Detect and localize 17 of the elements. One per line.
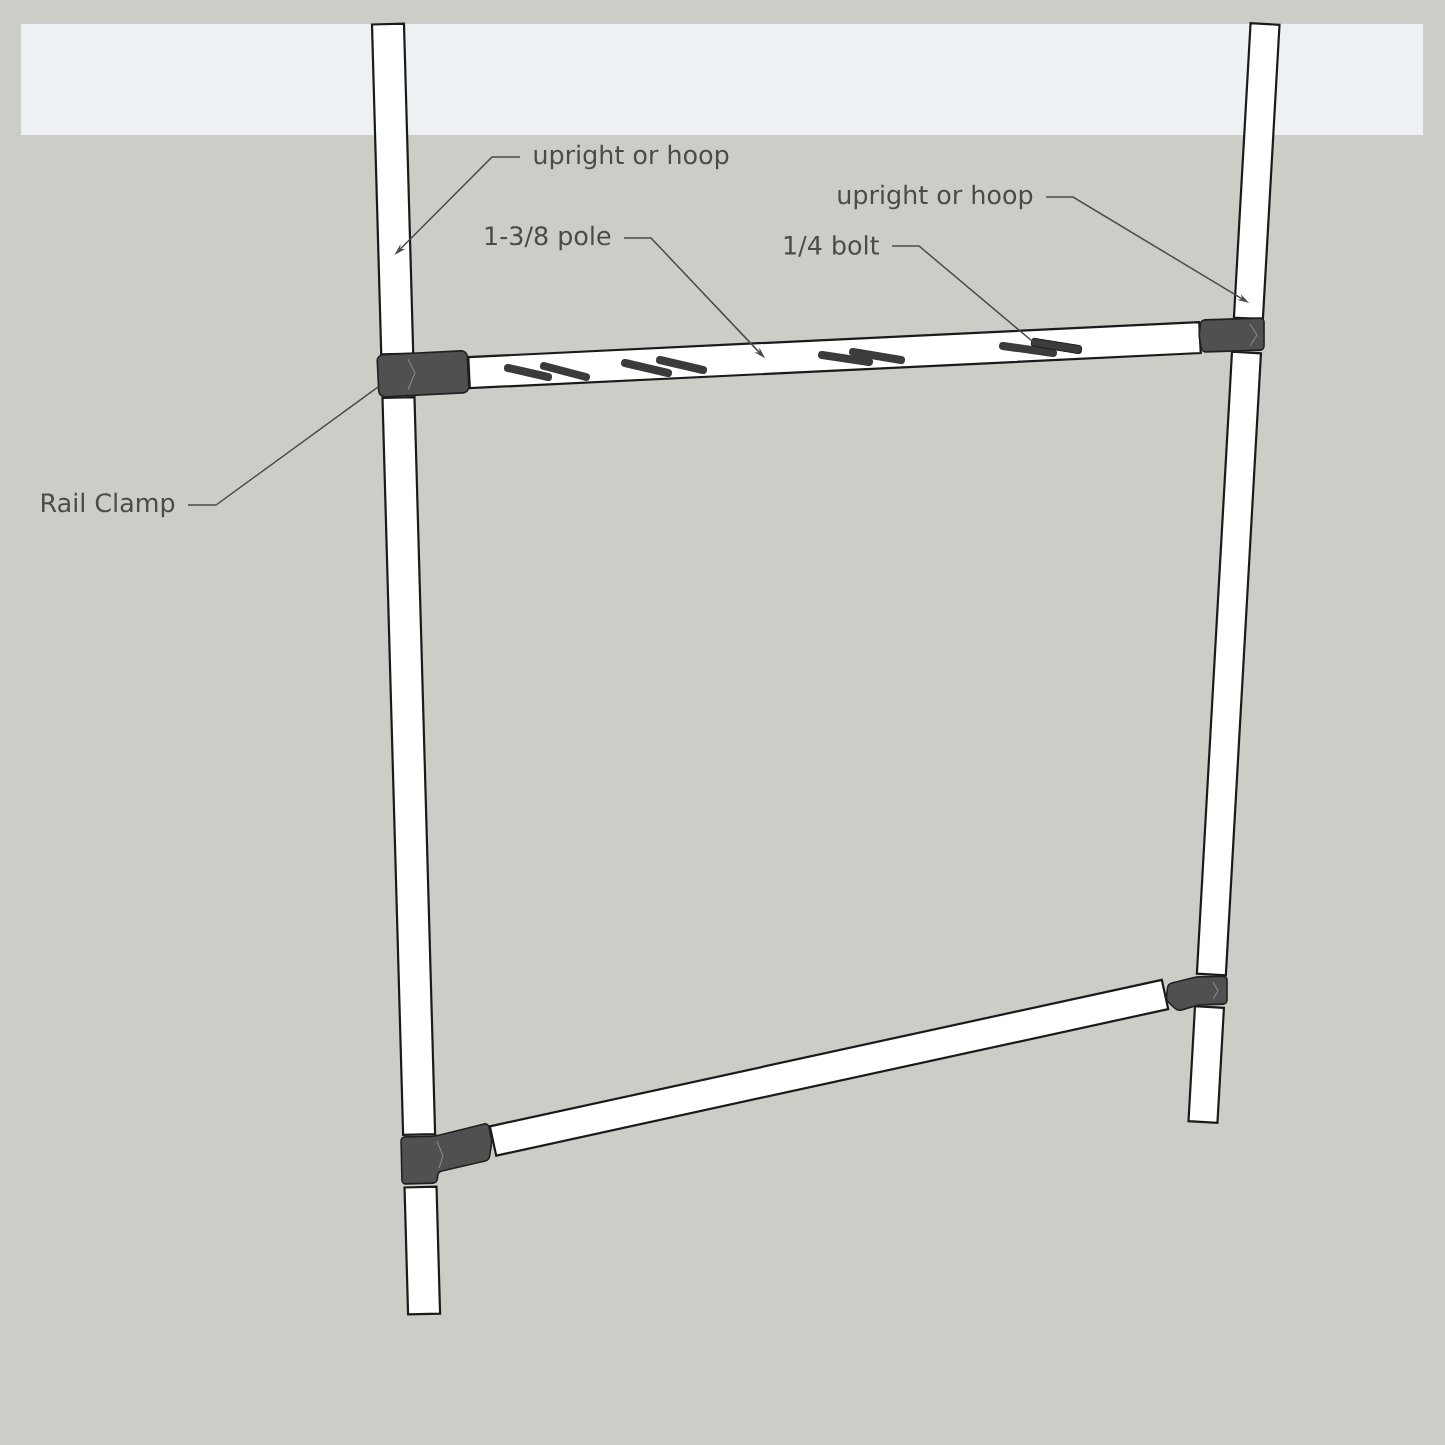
leader-line xyxy=(891,245,1035,343)
pipe xyxy=(1195,350,1263,977)
callout-label: upright or hoop xyxy=(534,144,729,170)
pipe xyxy=(370,22,415,356)
pipe xyxy=(381,395,437,1137)
callout-label: 1/4 bolt xyxy=(784,235,879,257)
callout-label: Rail Clamp xyxy=(42,492,175,518)
pipe xyxy=(403,1185,442,1316)
bolt xyxy=(1030,337,1083,354)
band xyxy=(21,24,1423,135)
pipe xyxy=(1232,21,1281,321)
callout-label: upright or hoop xyxy=(838,184,1033,210)
pipe xyxy=(467,320,1202,390)
leader-line xyxy=(187,385,380,506)
callout-label: 1-3/8 pole xyxy=(485,225,611,251)
pipe xyxy=(488,978,1170,1157)
rail-clamp xyxy=(376,350,470,398)
